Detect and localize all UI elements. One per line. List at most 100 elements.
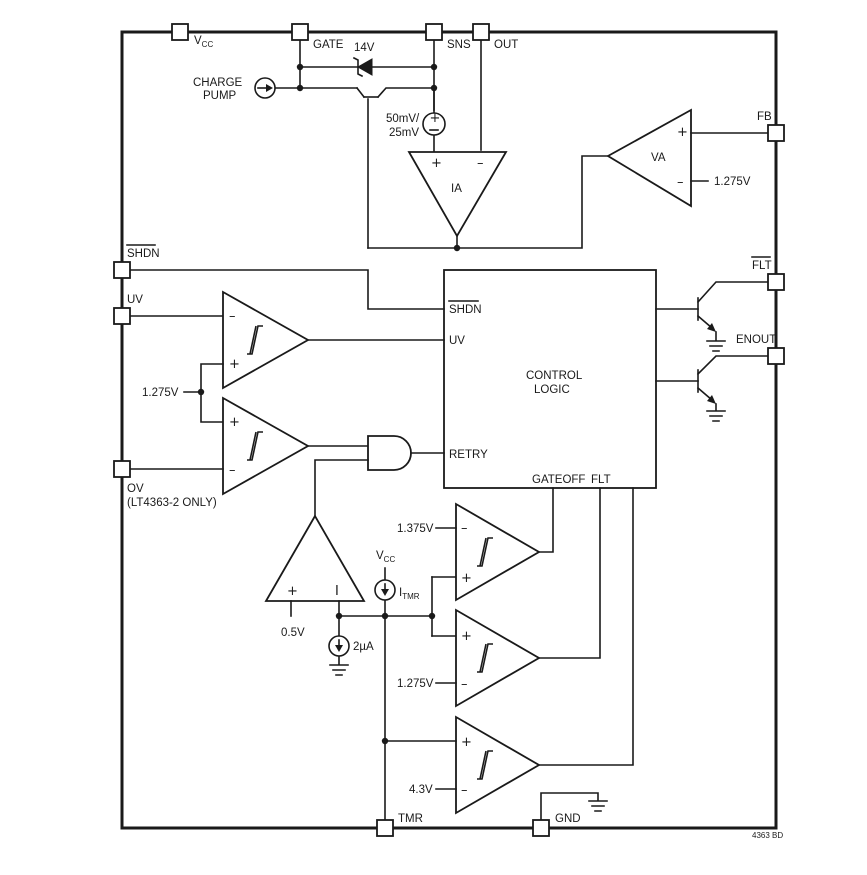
ctl-uv-label: UV [449,335,465,347]
overvoltage-timer-comparator [455,715,541,815]
flt-comparator [455,608,541,708]
uv-comp-minus: – [229,309,236,324]
pin-shdn-label: SHDN [127,248,160,260]
sense-label-2: 25mV [389,127,419,139]
flt-comp-minus: – [461,677,468,692]
sense-label-1: 50mV/ [386,113,420,125]
svg-text:+: + [430,111,441,126]
ov-timer-wire [538,487,634,766]
ref-05-label: 0.5V [281,627,305,639]
ground-icon [588,800,608,812]
va-label: VA [651,152,666,164]
ia-label: IA [451,183,462,195]
shdn-wire [129,269,445,310]
junction [296,84,304,92]
gateoff-comp-plus: + [461,571,472,586]
gateoff-comparator [455,502,541,602]
current-2ua-label: 2µA [353,641,374,653]
sense-voltage-source-icon: + [422,111,446,136]
ia-minus: – [477,156,484,171]
pin-sns-label: SNS [447,39,471,51]
va-plus: + [677,125,688,140]
vcc-src-label: VCC [376,550,395,564]
pin-uv [113,307,131,325]
va-ref-label: 1.275V [714,176,751,188]
pin-ov-label: OV [127,483,144,495]
uv-comparator [222,290,310,390]
pin-fb [767,124,785,142]
pin-vcc-label: VCC [194,35,213,49]
ia-amplifier [407,151,508,238]
pin-enout [767,347,785,365]
comp-inputs [431,576,457,637]
charge-pump-source-icon [254,77,276,99]
gateoff-comp-minus: – [461,521,468,536]
ov-comp-plus: + [229,415,240,430]
timer-comp-plus: + [287,584,298,599]
gnd-wire [540,792,599,821]
and-gate [367,435,412,471]
control-logic-label-1: CONTROL [526,370,583,382]
ref-43-label: 4.3V [409,784,433,796]
uv-comp-plus: + [229,357,240,372]
hysteresis-icon [477,537,493,567]
enout-transistor-icon [696,355,769,422]
va-minus: – [677,175,684,190]
pin-vcc [171,23,189,41]
ref-1275-bus [200,363,224,423]
pin-uv-label: UV [127,294,143,306]
pin-ov-note: (LT4363-2 ONLY) [127,497,217,509]
ref-1275-label: 1.275V [397,678,434,690]
hysteresis-icon [477,750,493,780]
charge-pump-label-1: CHARGE [193,77,243,89]
pin-shdn [113,261,131,279]
current-sink-icon [328,635,350,657]
pin-out [472,23,490,41]
gateoff-wire [538,487,554,553]
flt-wire [538,487,601,659]
timer-comparator [264,514,366,602]
junction [453,244,461,252]
hysteresis-icon [247,431,263,461]
itmr-label: ITMR [399,587,420,601]
hysteresis-icon [247,325,263,355]
ctl-shdn-label: SHDN [449,304,482,316]
ctl-gateoff-label: GATEOFF [532,474,585,486]
pin-ov [113,460,131,478]
charge-pump-label-2: PUMP [203,90,237,102]
ia-va-wire [367,155,609,249]
pin-gate [291,23,309,41]
pin-tmr-label: TMR [398,813,423,825]
zener-diode-icon [352,56,373,78]
junction [197,388,205,396]
ctl-retry-label: RETRY [449,449,488,461]
va-amplifier [606,108,692,208]
ov-comparator [222,396,310,496]
pin-tmr [376,819,394,837]
junction [296,63,304,71]
chip-outline [120,30,778,830]
current-source-icon [374,579,396,601]
pin-enout-label: ENOUT [736,334,776,346]
flt-transistor-icon [696,281,769,352]
pass-transistor-icon [355,86,435,249]
zener-label: 14V [354,42,375,54]
ground-icon [329,664,349,676]
figure-id: 4363 BD [752,831,783,840]
ia-plus: + [431,156,442,171]
flt-comp-plus: + [461,629,472,644]
junction [335,612,343,620]
junction [430,84,438,92]
pin-gnd-label: GND [555,813,581,825]
pin-flt [767,273,785,291]
ctl-flt-label: FLT [591,474,611,486]
ref-1375-label: 1.375V [397,523,434,535]
and-input-wire [314,459,369,517]
ov-timer-plus: + [461,735,472,750]
pin-gate-label: GATE [313,39,344,51]
junction [430,63,438,71]
pin-flt-label: FLT [752,260,772,272]
ov-comp-minus: – [229,463,236,478]
hysteresis-icon [477,643,493,673]
pin-fb-label: FB [757,111,772,123]
